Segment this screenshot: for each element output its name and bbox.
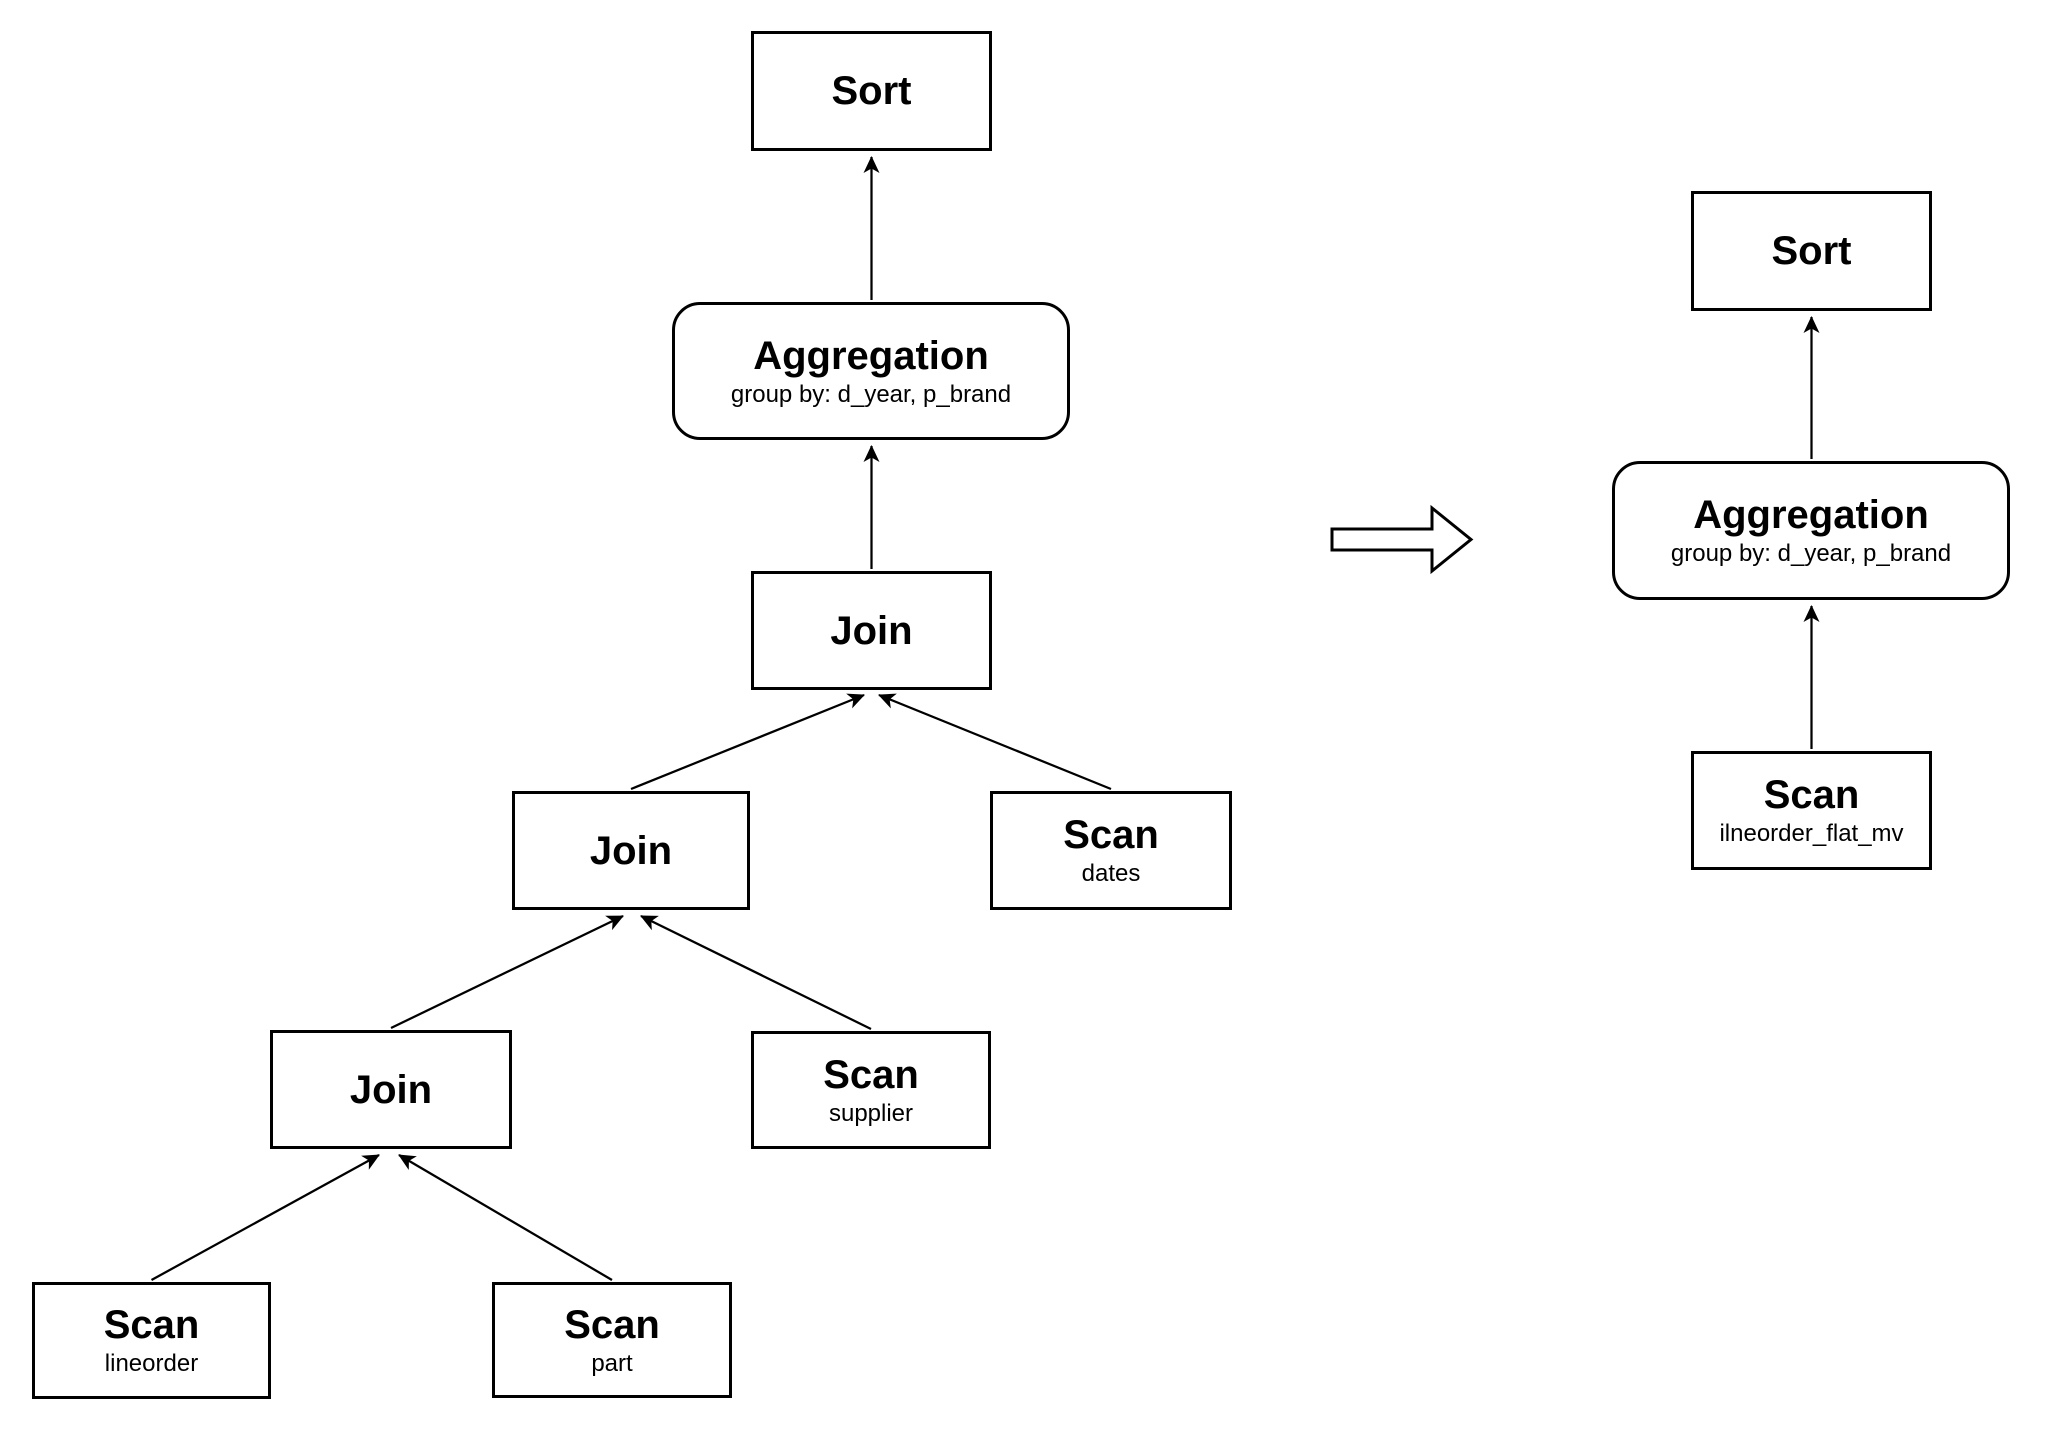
node-join-top: Join — [751, 571, 992, 690]
transform-right-arrow-icon — [1330, 504, 1474, 575]
node-scan-lineorder: Scan lineorder — [32, 1282, 271, 1399]
edge-scan-dates-to-join-top — [878, 693, 1112, 791]
node-title: Aggregation — [753, 333, 989, 378]
node-scan-part: Scan part — [492, 1282, 732, 1398]
node-title: Scan — [1063, 813, 1159, 858]
node-title: Sort — [1771, 229, 1852, 273]
node-title: Join — [830, 608, 913, 653]
node-join-mid: Join — [512, 791, 750, 910]
edge-scan-lineorder-to-join-bottom — [150, 1154, 380, 1281]
node-subtitle: lineorder — [104, 1350, 199, 1378]
node-title: Aggregation — [1693, 493, 1929, 538]
node-title: Join — [589, 828, 673, 873]
node-join-bottom: Join — [270, 1030, 512, 1149]
node-aggregation-right: Aggregation group by: d_year, p_brand — [1612, 461, 2010, 600]
node-scan-dates: Scan dates — [990, 791, 1232, 910]
node-title: Scan — [564, 1302, 660, 1347]
node-title: Scan — [103, 1303, 200, 1348]
node-scan-materialized-view: Scan ilneorder_flat_mv — [1691, 751, 1932, 870]
node-aggregation-left: Aggregation group by: d_year, p_brand — [672, 302, 1070, 440]
node-title: Sort — [831, 69, 912, 113]
edge-scan-part-to-join-bottom — [398, 1154, 613, 1281]
node-title: Scan — [1763, 773, 1860, 818]
edge-join-mid-to-join-top — [630, 693, 865, 791]
node-subtitle: part — [591, 1349, 633, 1377]
node-subtitle: ilneorder_flat_mv — [1719, 820, 1904, 848]
node-title: Join — [349, 1067, 433, 1112]
edge-scan-supplier-to-join-mid — [640, 914, 872, 1031]
node-subtitle: supplier — [828, 1099, 914, 1127]
node-scan-supplier: Scan supplier — [751, 1031, 991, 1149]
node-subtitle: dates — [1081, 860, 1141, 888]
node-subtitle: group by: d_year, p_brand — [730, 380, 1012, 408]
node-subtitle: group by: d_year, p_brand — [1670, 540, 1952, 568]
node-sort-right: Sort — [1691, 191, 1932, 311]
edge-join-bottom-to-join-mid — [390, 914, 624, 1030]
node-title: Scan — [823, 1052, 919, 1097]
node-sort-left: Sort — [751, 31, 992, 151]
